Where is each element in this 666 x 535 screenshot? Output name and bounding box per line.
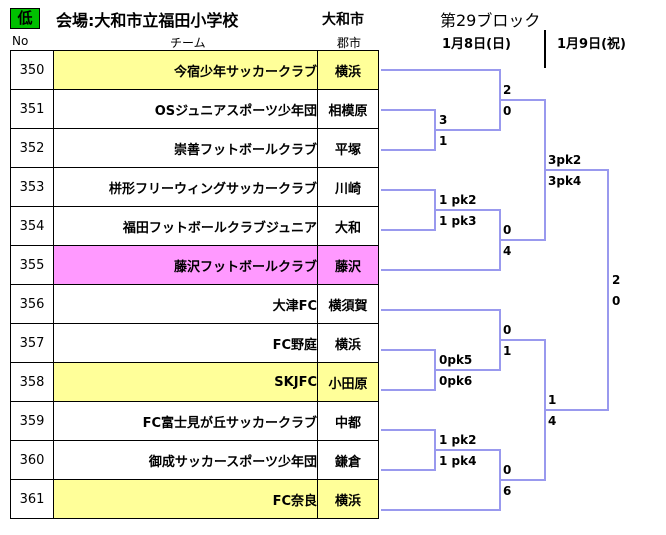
score-label: 3pk2 <box>548 153 582 167</box>
team-name: SKJFC <box>53 362 318 402</box>
host-city: 大和市 <box>322 12 364 28</box>
date-day2: 1月9日(祝) <box>557 37 626 52</box>
score-label: 0pk6 <box>439 374 473 388</box>
team-city: 横浜 <box>317 50 379 90</box>
score-label: 4 <box>548 414 557 428</box>
team-number: 354 <box>10 206 54 246</box>
score-label: 0pk5 <box>439 353 473 367</box>
score-label: 1 <box>548 393 557 407</box>
score-label: 0 <box>503 463 512 477</box>
score-label: 1 pk4 <box>439 454 477 468</box>
column-header-city: 郡市 <box>337 36 362 50</box>
score-label: 6 <box>503 484 512 498</box>
score-label: 3pk4 <box>548 174 582 188</box>
team-name: OSジュニアスポーツ少年団 <box>53 89 318 129</box>
block-title: 第29ブロック <box>440 11 541 30</box>
match-final <box>545 169 609 411</box>
score-label: 1 pk3 <box>439 214 477 228</box>
score-label: 3 <box>439 113 448 127</box>
team-name: 大津FC <box>53 284 318 324</box>
level-badge: 低 <box>10 8 40 29</box>
match-351-352 <box>381 109 436 151</box>
score-label: 1 <box>503 344 512 358</box>
team-city: 平塚 <box>317 128 379 168</box>
team-city: 川崎 <box>317 167 379 207</box>
team-name: 今宿少年サッカークラブ <box>53 50 318 90</box>
column-header-no: No <box>12 34 29 48</box>
score-label: 4 <box>503 244 512 258</box>
score-label: 2 <box>503 83 512 97</box>
team-city: 相模原 <box>317 89 379 129</box>
match-sf-top <box>500 99 546 241</box>
team-name: 崇善フットボールクラブ <box>53 128 318 168</box>
match-sf-bottom <box>500 339 546 481</box>
team-city: 横浜 <box>317 479 379 519</box>
team-number: 355 <box>10 245 54 285</box>
venue-title: 会場:大和市立福田小学校 <box>56 11 239 30</box>
score-label: 1 pk2 <box>439 433 477 447</box>
team-name: 御成サッカースポーツ少年団 <box>53 440 318 480</box>
score-label: 0 <box>503 223 512 237</box>
match-353-354 <box>381 189 436 231</box>
match-359-360 <box>381 429 436 471</box>
team-city: 鎌倉 <box>317 440 379 480</box>
match-357-358 <box>381 349 436 391</box>
team-number: 353 <box>10 167 54 207</box>
score-label: 0 <box>503 104 512 118</box>
team-number: 357 <box>10 323 54 363</box>
team-number: 361 <box>10 479 54 519</box>
column-header-team: チーム <box>170 36 206 50</box>
score-label: 2 <box>612 273 621 287</box>
team-name: 栟形フリーウィングサッカークラブ <box>53 167 318 207</box>
team-city: 小田原 <box>317 362 379 402</box>
team-number: 350 <box>10 50 54 90</box>
team-name: 藤沢フットボールクラブ <box>53 245 318 285</box>
team-city: 横浜 <box>317 323 379 363</box>
team-city: 中都 <box>317 401 379 441</box>
team-number: 351 <box>10 89 54 129</box>
date-day1: 1月8日(日) <box>442 37 511 52</box>
score-label: 0 <box>503 323 512 337</box>
score-label: 1 pk2 <box>439 193 477 207</box>
score-label: 1 <box>439 134 448 148</box>
team-city: 藤沢 <box>317 245 379 285</box>
team-name: FC奈良 <box>53 479 318 519</box>
score-label: 0 <box>612 294 621 308</box>
team-number: 358 <box>10 362 54 402</box>
team-name: FC野庭 <box>53 323 318 363</box>
team-city: 横須賀 <box>317 284 379 324</box>
